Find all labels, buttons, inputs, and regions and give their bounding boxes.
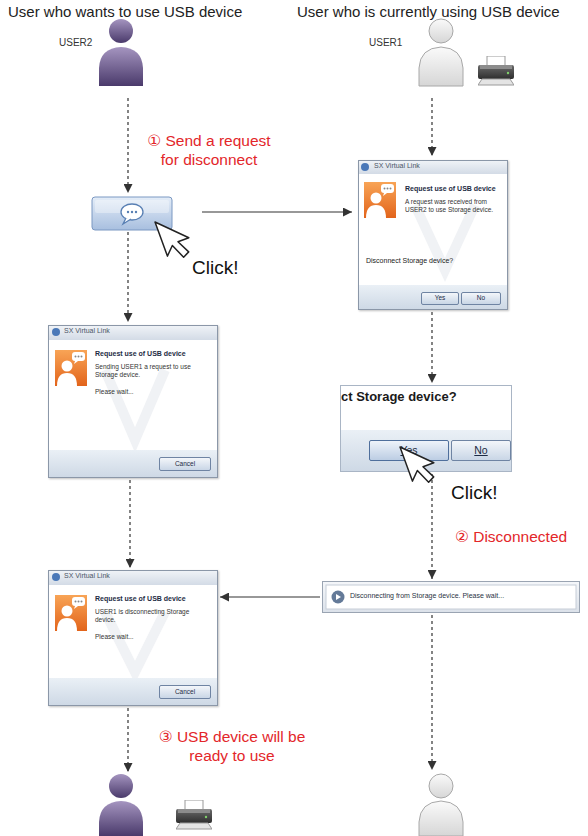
user-icon bbox=[99, 774, 143, 836]
flow-arrow bbox=[431, 312, 432, 383]
dialog-window bbox=[48, 570, 218, 706]
dialog-heading: Request use of USB device bbox=[405, 185, 520, 193]
flow-arrow bbox=[220, 596, 320, 597]
window-title: SX Virtual Link bbox=[374, 162, 514, 170]
flow-arrow bbox=[128, 98, 432, 772]
button-label: Cancel bbox=[175, 461, 195, 468]
user-name: USER1 bbox=[369, 37, 409, 49]
dialog-message: USER1 is disconnecting Storage device. bbox=[95, 608, 190, 624]
user-icon bbox=[419, 774, 463, 836]
user-icon bbox=[99, 19, 143, 86]
dialog-window: SX Virtual LinkRequest use of USB device… bbox=[48, 325, 218, 478]
flow-arrow bbox=[129, 480, 130, 568]
dialog-button: Cancel bbox=[159, 685, 211, 699]
dialog-message: A request was received from USER2 to use… bbox=[405, 198, 503, 214]
dialog-button: No bbox=[461, 292, 501, 305]
dialog-window bbox=[48, 325, 218, 478]
notification-bar bbox=[322, 581, 580, 613]
dialog-button: Yes bbox=[369, 440, 449, 461]
click-note: Click! bbox=[192, 257, 262, 280]
window-title: SX Virtual Link bbox=[64, 327, 204, 335]
step-label: ② Disconnected bbox=[455, 528, 588, 547]
dialog-window bbox=[358, 160, 508, 310]
step-label: ③ USB device will be ready to use bbox=[142, 728, 322, 765]
button-label: Cancel bbox=[175, 689, 195, 696]
button-label: No bbox=[474, 445, 487, 456]
window-title: SX Virtual Link bbox=[64, 572, 204, 580]
column-heading: User who wants to use USB device bbox=[8, 3, 293, 21]
request-button bbox=[92, 197, 172, 230]
printer-icon bbox=[176, 800, 212, 829]
dialog-zoom bbox=[340, 385, 512, 472]
dialog-question: ct Storage device? bbox=[341, 389, 511, 405]
wait-message: Please wait... bbox=[95, 633, 195, 641]
dialog-heading: Request use of USB device bbox=[95, 350, 210, 358]
dialog-heading: Request use of USB device bbox=[95, 595, 210, 603]
button-label: No bbox=[477, 295, 485, 302]
flow-arrow bbox=[431, 474, 432, 579]
click-note: Click! bbox=[451, 482, 521, 505]
mouse-cursor bbox=[155, 213, 194, 262]
button-label: Yes bbox=[435, 295, 446, 302]
user-name: USER2 bbox=[59, 37, 99, 49]
user-icon bbox=[419, 19, 463, 86]
dialog-zoom: ct Storage device? Yes No bbox=[340, 385, 512, 472]
dialog-button: Yes bbox=[421, 292, 459, 305]
printer-icon bbox=[478, 56, 514, 85]
notification-text: Disconnecting from Storage device. Pleas… bbox=[350, 592, 574, 600]
step-label: ① Send a request for disconnect bbox=[138, 132, 280, 169]
notification-bar: Disconnecting from Storage device. Pleas… bbox=[322, 581, 580, 613]
dialog-window: SX Virtual LinkRequest use of USB device… bbox=[358, 160, 508, 310]
button-label: Yes bbox=[400, 445, 417, 456]
column-heading: User who is currently using USB device bbox=[297, 3, 588, 21]
dialog-window: SX Virtual LinkRequest use of USB device… bbox=[48, 570, 218, 706]
dialog-question: Disconnect Storage device? bbox=[366, 257, 506, 265]
dialog-message: Sending USER1 a request to use Storage d… bbox=[95, 363, 200, 379]
wait-message: Please wait... bbox=[95, 388, 195, 396]
dialog-button: No bbox=[451, 440, 511, 461]
dialog-button: Cancel bbox=[159, 457, 211, 471]
